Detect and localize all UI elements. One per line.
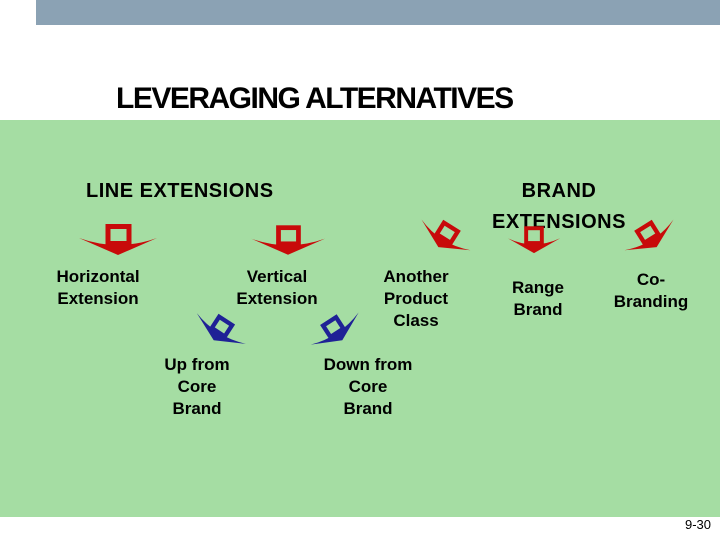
down-arrow-icon <box>250 225 326 256</box>
down-left-arrow-icon <box>187 302 254 358</box>
page-title: LEVERAGING ALTERNATIVES <box>116 82 514 115</box>
line-extensions-heading: LINE EXTENSIONS <box>86 180 274 202</box>
down-left-arrow-icon <box>412 209 477 264</box>
another-product-class-label: Another Product Class <box>383 267 449 331</box>
down-arrow-icon <box>78 224 158 256</box>
top-accent-bar <box>36 0 720 25</box>
down-right-arrow-icon <box>617 209 682 264</box>
horizontal-extension-label: Horizontal Extension <box>56 267 140 309</box>
diagram-panel: LINE EXTENSIONS BRAND EXTENSIONS <box>0 120 720 517</box>
vertical-extension-label: Vertical Extension <box>236 267 318 309</box>
up-from-core-brand-label: Up from Core Brand <box>164 355 230 419</box>
co-branding-label: Co- Branding <box>613 270 689 312</box>
range-brand-label: Range Brand <box>512 278 564 320</box>
page-number: 9-30 <box>684 517 711 532</box>
down-arrow-icon <box>507 226 561 254</box>
down-right-arrow-icon <box>303 302 370 358</box>
down-from-core-brand-label: Down from Core Brand <box>323 355 413 419</box>
